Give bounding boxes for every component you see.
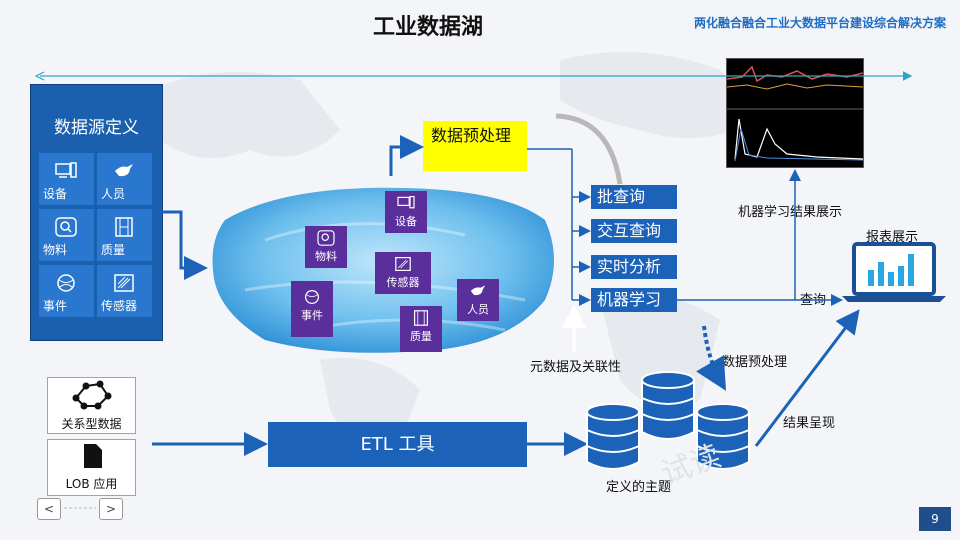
lake-tile-quality[interactable]: 质量 [400, 306, 442, 352]
next-button[interactable]: > [99, 498, 123, 520]
globe-icon [305, 290, 319, 304]
datasource-tile-device[interactable]: 设备 [39, 153, 94, 205]
etl-tool-box[interactable]: ETL 工具 [268, 422, 527, 467]
prev-button[interactable]: < [37, 498, 61, 520]
lake-tile-label: 事件 [301, 309, 323, 322]
document-icon [83, 444, 102, 468]
datasource-tile-person[interactable]: 人员 [97, 153, 152, 205]
lake-tile-person[interactable]: 人员 [457, 279, 499, 321]
datasource-tile-sensor[interactable]: 传感器 [97, 265, 152, 317]
datasource-title: 数据源定义 [54, 118, 139, 138]
page-number: 9 [919, 507, 951, 531]
lake-tile-label: 设备 [395, 215, 417, 228]
label-data-prep: 数据预处理 [722, 355, 788, 370]
lake-tile-label: 质量 [410, 330, 432, 343]
datasource-tile-label: 物料 [43, 243, 68, 257]
datasource-panel: 数据源定义 设备 人员 物料 质量 事件 传感器 [30, 84, 163, 341]
source-label: 关系型数据 [61, 417, 122, 431]
label-report: 报表展示 [866, 230, 919, 245]
database-icon [586, 403, 640, 470]
source-relational[interactable]: 关系型数据 [47, 377, 136, 434]
search-icon [55, 217, 77, 237]
page-title: 工业数据湖 [373, 15, 484, 40]
datasource-tile-event[interactable]: 事件 [39, 265, 94, 317]
bird-icon [470, 285, 486, 296]
film-icon [414, 310, 428, 326]
query-ml[interactable]: 机器学习 [591, 288, 677, 312]
datasource-tile-quality[interactable]: 质量 [97, 209, 152, 261]
graph-icon [72, 380, 111, 410]
datasource-tile-label: 传感器 [101, 299, 138, 313]
lake-tile-label: 人员 [467, 303, 489, 316]
query-realtime[interactable]: 实时分析 [591, 255, 677, 279]
query-batch[interactable]: 批查询 [591, 185, 677, 209]
datasource-tile-label: 人员 [101, 187, 126, 201]
preprocess-box[interactable]: 数据预处理 [423, 121, 527, 171]
lake-tile-device[interactable]: 设备 [385, 191, 427, 233]
database-icon [696, 403, 750, 470]
source-lob[interactable]: LOB 应用 [47, 439, 136, 496]
label-result: 结果呈现 [783, 416, 836, 431]
bird-icon [115, 164, 133, 177]
lake-tile-label: 传感器 [386, 276, 420, 289]
device-icon [55, 162, 77, 178]
lake-tile-material[interactable]: 物料 [305, 226, 347, 268]
page-subtitle: 两化融合融合工业大数据平台建设综合解决方案 [693, 16, 946, 30]
label-metadata: 元数据及关联性 [530, 360, 622, 375]
lake-tile-event[interactable]: 事件 [291, 281, 333, 337]
report-laptop-icon [842, 242, 946, 302]
label-ml-display: 机器学习结果展示 [738, 205, 843, 220]
film-icon [115, 217, 133, 237]
datasource-tile-label: 设备 [43, 187, 68, 201]
label-topics: 定义的主题 [606, 480, 672, 495]
datasource-tile-label: 质量 [101, 243, 126, 257]
sensor-icon [395, 257, 411, 271]
search-icon [317, 230, 335, 246]
lake-tile-sensor[interactable]: 传感器 [375, 252, 431, 294]
query-interactive[interactable]: 交互查询 [591, 219, 677, 243]
lake-tile-label: 物料 [315, 250, 337, 263]
database-icon [641, 371, 695, 440]
device-icon [397, 196, 415, 209]
datasource-tile-material[interactable]: 物料 [39, 209, 94, 261]
datasource-tile-label: 事件 [43, 299, 68, 313]
globe-icon [57, 274, 75, 292]
sensor-icon [114, 274, 134, 292]
source-label: LOB 应用 [65, 477, 118, 491]
